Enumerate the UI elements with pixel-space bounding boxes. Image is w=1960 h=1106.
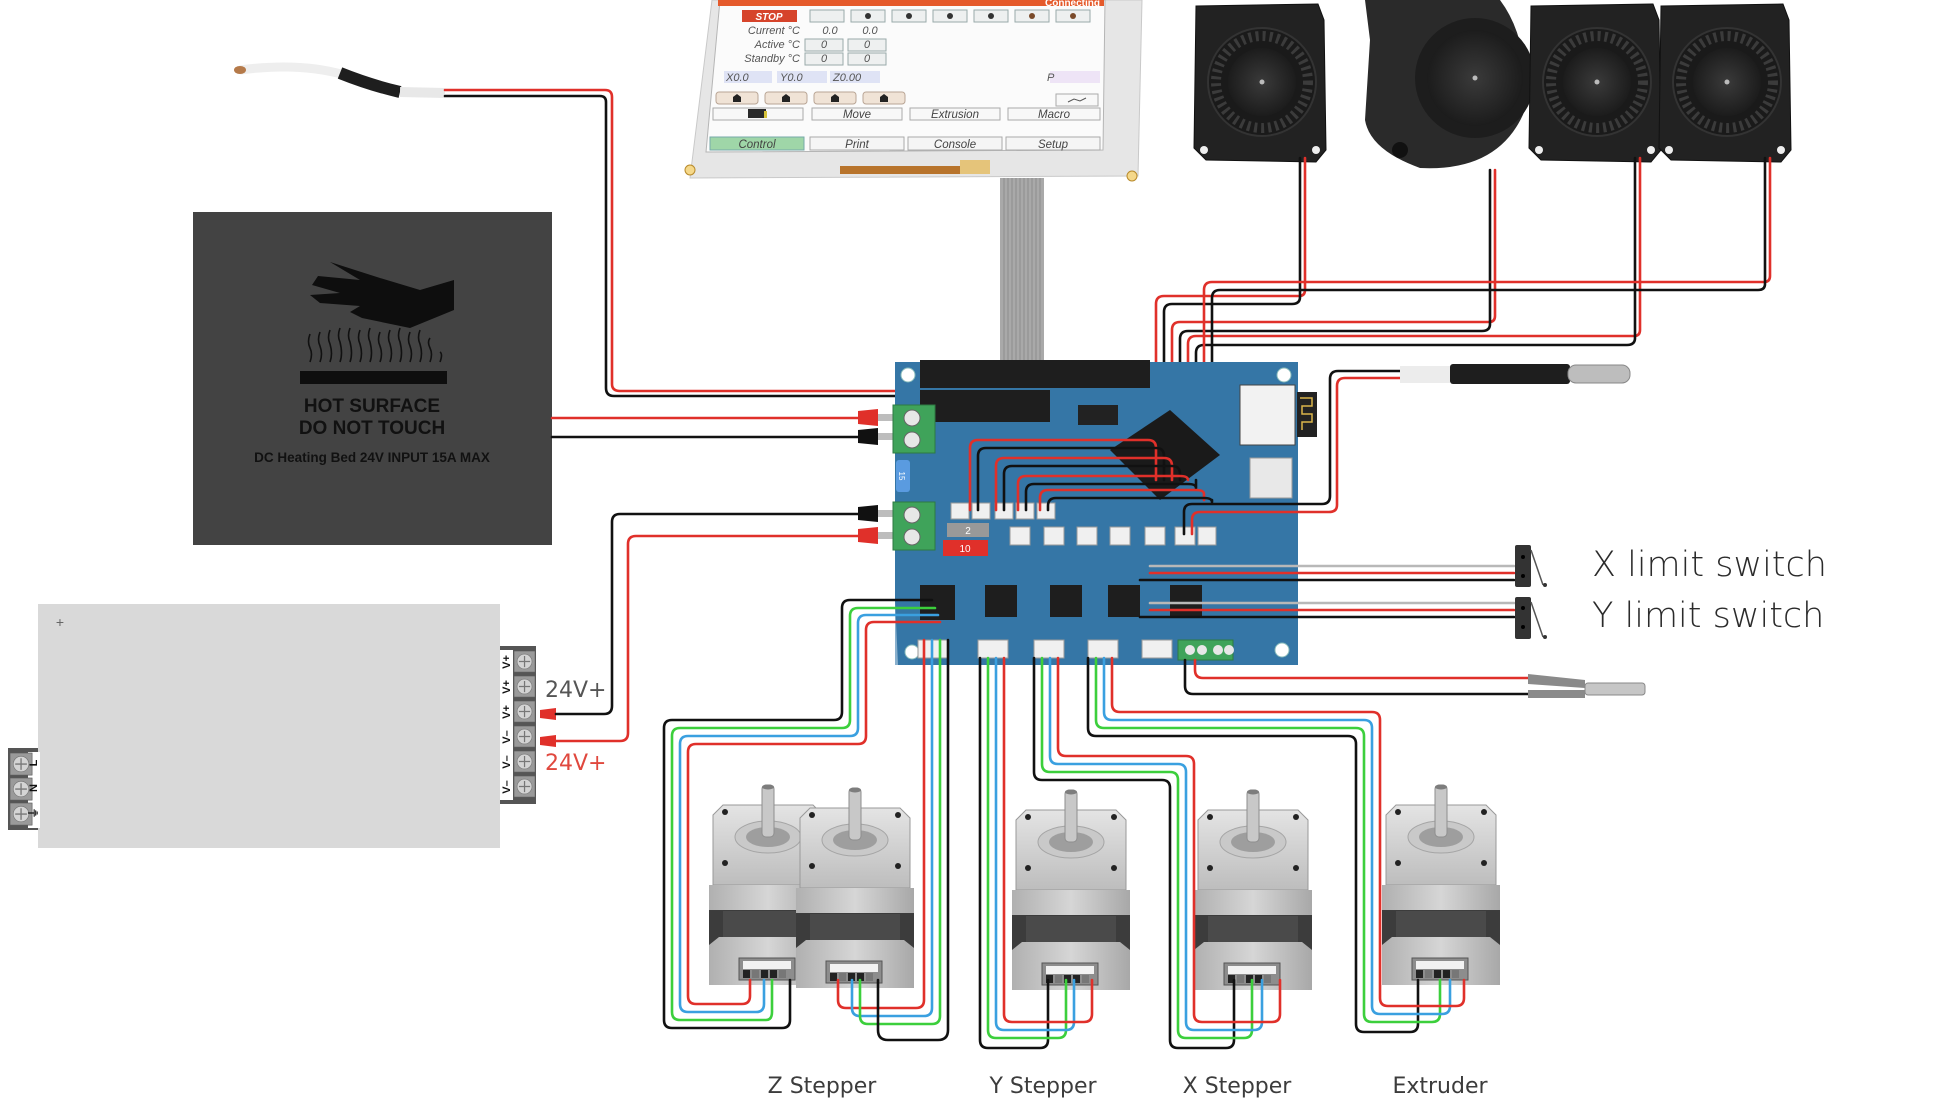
- lcd-macro-button[interactable]: [1007, 107, 1101, 121]
- psu-out-5: V–: [501, 755, 513, 768]
- extruder-wires: [1086, 656, 1466, 1034]
- fuse-2a-label: 2: [965, 526, 971, 537]
- psu-input-ground: ⏚: [27, 808, 40, 819]
- tab-control-label: Control: [738, 139, 776, 151]
- heater-cartridge: [1183, 658, 1646, 698]
- fan-wires: [1154, 156, 1772, 502]
- psu-screw-icon: +: [56, 614, 64, 630]
- lcd-z-position: Z0.00: [832, 72, 862, 84]
- controller-board: 15 2 10: [892, 360, 1317, 665]
- fuse-15a-label: 15: [897, 472, 906, 481]
- lcd-standby-label: Standby °C: [744, 53, 800, 65]
- fan-curve-icon: [1067, 97, 1087, 103]
- bed-wire-ferrules: [858, 409, 896, 445]
- tab-console[interactable]: [907, 136, 1003, 151]
- y-stepper-motor: [1011, 789, 1131, 991]
- bed-warning-line2: DO NOT TOUCH: [299, 418, 445, 439]
- lcd-panel: Connecting STOP Current °C 0.0 0.0 Activ…: [684, 0, 1143, 182]
- x-limit-switch: [1138, 545, 1547, 587]
- lcd-x-position: X0.0: [725, 72, 750, 84]
- power-wire-ferrules: [858, 505, 896, 544]
- lcd-macro-label: Macro: [1038, 109, 1071, 121]
- psu-label-positive: 24V+: [545, 678, 606, 703]
- tab-control[interactable]: [709, 136, 805, 151]
- z-stepper-wires: [662, 598, 950, 1042]
- lcd-y-position: Y0.0: [780, 72, 804, 84]
- lcd-current-value-1: 0.0: [822, 25, 838, 37]
- fan-4: [1659, 4, 1791, 162]
- hotend-thermistor: [1182, 364, 1631, 536]
- lcd-standby-input-1[interactable]: [804, 52, 844, 66]
- tab-print-label: Print: [845, 139, 869, 151]
- heated-bed: HOT SURFACE DO NOT TOUCH DC Heating Bed …: [193, 212, 552, 545]
- tab-print[interactable]: [809, 136, 905, 151]
- hand-icon: [310, 262, 454, 328]
- power-supply: + L N ⏚ V+ V+ V+ V– V– V–: [8, 604, 556, 848]
- lcd-move-button[interactable]: [811, 107, 903, 121]
- lcd-current-label: Current °C: [748, 25, 800, 37]
- tab-setup[interactable]: [1005, 136, 1101, 151]
- z-stepper-motor-2: [795, 787, 915, 989]
- lcd-move-label: Move: [843, 109, 871, 121]
- y-limit-switch-label: Y limit switch: [1592, 596, 1824, 636]
- psu-input-L: L: [28, 759, 40, 766]
- home-icons: [733, 94, 888, 102]
- psu-out-4: V–: [501, 730, 513, 743]
- board-fan-wires: [968, 438, 1214, 512]
- heat-waves-icon: [307, 327, 443, 363]
- fuse-10a-label: 10: [959, 544, 971, 555]
- lcd-status-text: Connecting: [1045, 0, 1100, 9]
- lcd-standby-value-2: 0: [864, 53, 871, 65]
- psu-out-6: V–: [501, 780, 513, 793]
- bed-spec: DC Heating Bed 24V INPUT 15A MAX: [254, 450, 490, 465]
- lcd-heater-icons: [865, 13, 1076, 19]
- extruder-label: Extruder: [1392, 1074, 1488, 1099]
- lcd-p-label: P: [1047, 72, 1055, 84]
- lcd-standby-value-1: 0: [821, 53, 828, 65]
- fan-1: [1194, 4, 1326, 162]
- fuse-2a: [947, 523, 989, 537]
- tab-setup-label: Setup: [1038, 139, 1069, 151]
- lcd-stop-label: STOP: [755, 12, 782, 23]
- fuse-10a: [943, 540, 988, 556]
- lcd-extrusion-button[interactable]: [909, 107, 1001, 121]
- lcd-active-value-1: 0: [821, 39, 828, 51]
- fan-3: [1529, 4, 1661, 162]
- extruder-motor: [1381, 784, 1501, 986]
- lcd-active-input-1[interactable]: [804, 38, 844, 52]
- lcd-current-value-2: 0.0: [862, 25, 878, 37]
- x-stepper-label: X Stepper: [1183, 1074, 1293, 1099]
- psu-wire-positive: [554, 512, 868, 716]
- y-stepper-label: Y Stepper: [988, 1074, 1097, 1099]
- psu-out-2: V+: [501, 680, 513, 694]
- z-stepper-label: Z Stepper: [768, 1074, 878, 1099]
- y-limit-switch: [1138, 597, 1547, 639]
- lcd-standby-input-2[interactable]: [847, 52, 887, 66]
- psu-out-3: V+: [501, 705, 513, 719]
- fuse-15a: [896, 460, 910, 492]
- lcd-active-input-2[interactable]: [847, 38, 887, 52]
- lcd-active-value-2: 0: [864, 39, 871, 51]
- blower-fan: [1365, 0, 1535, 169]
- x-limit-switch-label: X limit switch: [1592, 545, 1827, 585]
- bed-thermistor: [234, 62, 914, 398]
- psu-out-1: V+: [501, 655, 513, 669]
- psu-label-negative: 24V+: [545, 751, 606, 776]
- wifi-module: [1239, 384, 1296, 446]
- psu-input-N: N: [28, 784, 40, 792]
- ribbon-cable: [1000, 178, 1044, 383]
- x-stepper-motor: [1193, 789, 1313, 991]
- bed-warning-line1: HOT SURFACE: [304, 396, 440, 417]
- psu-wire-negative: [554, 534, 868, 743]
- lcd-active-label: Active °C: [754, 39, 800, 51]
- lcd-extrusion-label: Extrusion: [931, 109, 979, 121]
- y-stepper-wires: [978, 656, 1282, 1050]
- tab-console-label: Console: [934, 139, 976, 151]
- lcd-stop-button[interactable]: [742, 10, 797, 22]
- sd-card-icon: [748, 109, 766, 118]
